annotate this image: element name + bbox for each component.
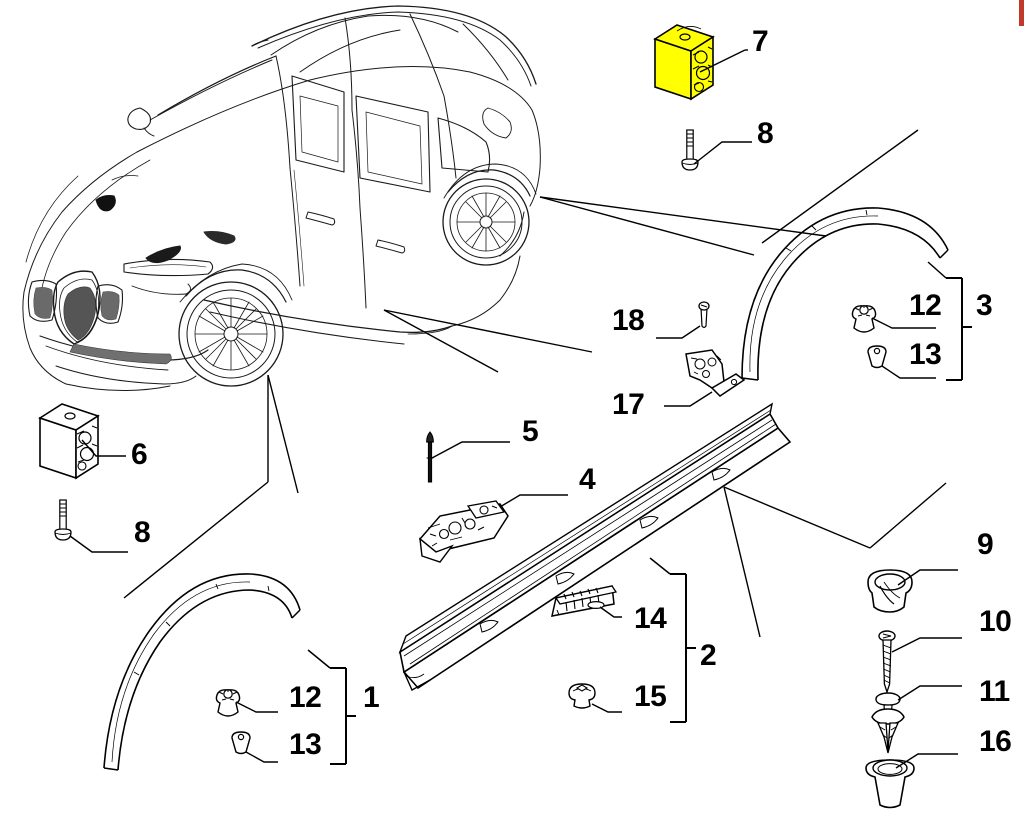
callout-12-left: 12	[289, 681, 322, 714]
part-18-small-screw	[698, 301, 710, 329]
callout-7: 7	[752, 25, 769, 58]
callout-8-left: 8	[134, 516, 151, 549]
leader-6	[81, 439, 126, 457]
leader-18	[656, 325, 701, 339]
leader-12-left	[235, 701, 278, 713]
callout-17: 17	[612, 388, 645, 421]
callout-13-left: 13	[289, 728, 322, 761]
part-5-alignment-pin	[426, 431, 434, 483]
leader-7	[699, 49, 746, 73]
leader-10	[891, 637, 962, 653]
group-bracket-3	[946, 277, 972, 381]
callout-12-right: 12	[909, 289, 942, 322]
leader-lines	[123, 129, 947, 638]
callout-group-2: 2	[700, 639, 717, 672]
leader-9	[897, 569, 958, 586]
callout-4: 4	[579, 463, 596, 496]
leader-16	[895, 753, 958, 769]
leader-4	[499, 494, 568, 508]
leader-11	[897, 685, 962, 701]
callout-11: 11	[979, 675, 1010, 708]
page-edge-marker	[1019, 0, 1024, 26]
part-3-rear-wheel-arch-moulding	[741, 207, 949, 381]
part-13-conical-plug-left	[231, 731, 251, 755]
leader-5	[431, 441, 510, 459]
part-8-hex-head-bolt-top	[681, 129, 699, 171]
leader-13-left	[245, 751, 278, 763]
group-bracket-1	[330, 667, 356, 765]
part-7-cube-retainer-clip-highlighted	[653, 24, 715, 101]
part-15-cap-grommet	[568, 683, 596, 709]
group-bracket-2	[670, 573, 696, 723]
callout-14: 14	[634, 602, 667, 635]
part-2-side-sill-moulding	[398, 402, 792, 691]
callout-18: 18	[612, 304, 645, 337]
leader-17	[664, 391, 713, 407]
callout-group-3: 3	[976, 289, 993, 322]
callout-9: 9	[977, 528, 994, 561]
callout-13-right: 13	[909, 338, 942, 371]
part-16-tapered-bush-plug	[865, 759, 915, 809]
leader-8-top	[693, 141, 752, 165]
callout-15: 15	[634, 680, 667, 713]
leader-8-left	[69, 535, 128, 553]
vehicle-illustration	[22, 5, 541, 392]
leader-12-right	[871, 317, 936, 329]
part-13-conical-plug-right	[867, 345, 887, 369]
callout-group-1: 1	[363, 681, 380, 714]
callout-8-top: 8	[757, 117, 774, 150]
callout-5: 5	[522, 415, 539, 448]
part-11-push-pin-rivet	[871, 692, 905, 754]
leader-14	[599, 606, 622, 618]
part-4-retainer-clip-long	[418, 500, 509, 563]
part-1-front-wheel-arch-moulding	[103, 573, 301, 771]
part-14-flat-clip-bracket	[551, 585, 618, 617]
part-10-self-tapping-screw	[878, 630, 896, 695]
leader-15	[591, 703, 622, 713]
callout-16: 16	[979, 725, 1012, 758]
part-17-l-shaped-bracket	[685, 349, 746, 397]
part-9-collar-nut-grommet	[867, 569, 913, 613]
leader-13-right	[881, 365, 936, 379]
callout-10: 10	[979, 605, 1012, 638]
part-6-cube-retainer-clip	[39, 403, 99, 479]
callout-6: 6	[131, 438, 148, 471]
part-8-hex-head-bolt-left	[54, 499, 72, 541]
